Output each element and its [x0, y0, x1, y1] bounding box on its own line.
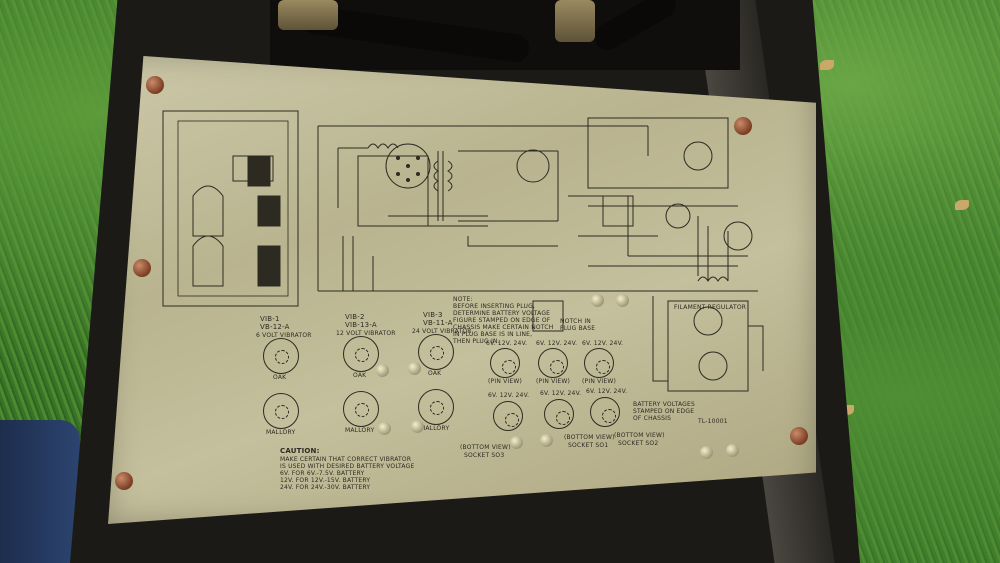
- vibrator-socket-mallory: [263, 393, 299, 429]
- dry-leaf: [955, 200, 969, 210]
- rusty-screw: [790, 427, 808, 445]
- mounting-stud: [540, 434, 553, 447]
- socket-view-label: (PIN VIEW): [536, 378, 571, 385]
- vibrator-socket-mallory: [418, 389, 454, 425]
- socket-view-label: (BOTTOM VIEW): [460, 444, 511, 451]
- mounting-stud: [510, 436, 523, 449]
- brand-label: OAK: [353, 372, 367, 379]
- socket-view-label: (BOTTOM VIEW): [614, 432, 665, 439]
- pin-view-socket: [584, 348, 614, 378]
- insertion-note: NOTE: BEFORE INSERTING PLUG, DETERMINE B…: [453, 296, 554, 345]
- schematic-panel: CAUTION: MAKE CERTAIN THAT CORRECT VIBRA…: [108, 56, 816, 524]
- person-leg: [0, 420, 80, 563]
- socket-voltage-label: 6V. 12V. 24V.: [582, 340, 624, 347]
- vibrator-model: VB-12-A: [260, 323, 290, 331]
- bottom-view-socket: [493, 401, 523, 431]
- socket-voltage-label: 6V. 12V. 24V.: [488, 392, 530, 399]
- brand-label: OAK: [273, 374, 287, 381]
- caution-body: MAKE CERTAIN THAT CORRECT VIBRATOR IS US…: [280, 456, 415, 491]
- socket-name: SOCKET SO3: [464, 452, 505, 459]
- vibrator-socket-oak: [418, 334, 454, 370]
- caution-title: CAUTION:: [280, 447, 320, 455]
- mounting-stud: [378, 422, 391, 435]
- vibrator-socket-oak: [343, 336, 379, 372]
- vibrator-model: VIB-13-A: [345, 321, 377, 329]
- rusty-screw: [133, 259, 151, 277]
- socket-voltage-label: 6V. 12V. 24V.: [536, 340, 578, 347]
- mounting-stud: [700, 446, 713, 459]
- brand-label: MALLORY: [266, 429, 296, 436]
- vibrator-name: VIB-3: [423, 311, 443, 319]
- socket-view-label: (BOTTOM VIEW): [564, 434, 615, 441]
- cable-connector: [278, 0, 338, 30]
- mounting-stud: [411, 420, 424, 433]
- socket-name: SOCKET SO2: [618, 440, 659, 447]
- brand-label: MALLORY: [345, 427, 375, 434]
- brand-label: MALLORY: [420, 425, 450, 432]
- filament-regulator-label: FILAMENT REGULATOR: [674, 304, 747, 311]
- cable-connector: [555, 0, 595, 42]
- rusty-screw: [734, 117, 752, 135]
- vibrator-socket-mallory: [343, 391, 379, 427]
- bottom-view-socket: [590, 397, 620, 427]
- vibrator-voltage: 24 VOLT VIBRATOR: [412, 328, 472, 335]
- rusty-screw: [146, 76, 164, 94]
- rusty-screw: [115, 472, 133, 490]
- vibrator-location-frame: [162, 110, 299, 307]
- mounting-stud: [616, 294, 629, 307]
- battery-voltage-note: BATTERY VOLTAGES STAMPED ON EDGE OF CHAS…: [633, 401, 696, 422]
- circuit-schematic: [162, 110, 764, 392]
- socket-voltage-label: 6V. 12V. 24V.: [540, 390, 582, 397]
- pin-view-socket: [490, 348, 520, 378]
- socket-voltage-label: 6V. 12V. 24V.: [586, 388, 628, 395]
- brand-label: OAK: [428, 370, 442, 377]
- socket-name: SOCKET SO1: [568, 442, 609, 449]
- notch-label: NOTCH IN PLUG BASE: [560, 318, 596, 332]
- mounting-stud: [408, 362, 421, 375]
- mounting-stud: [591, 294, 604, 307]
- mounting-stud: [376, 364, 389, 377]
- dry-leaf: [820, 60, 834, 70]
- vibrator-socket-oak: [263, 338, 299, 374]
- socket-view-label: (PIN VIEW): [488, 378, 523, 385]
- vibrator-model: VB-11-A: [423, 319, 453, 327]
- vibrator-name: VIB-2: [345, 313, 365, 321]
- mounting-stud: [726, 444, 739, 457]
- part-number: TL-10001: [698, 418, 728, 425]
- vibrator-voltage: 12 VOLT VIBRATOR: [336, 330, 396, 337]
- vibrator-voltage: 6 VOLT VIBRATOR: [256, 332, 312, 339]
- socket-voltage-label: 6V. 12V. 24V.: [486, 340, 528, 347]
- socket-view-label: (PIN VIEW): [582, 378, 617, 385]
- vibrator-name: VIB-1: [260, 315, 280, 323]
- pin-view-socket: [538, 348, 568, 378]
- bottom-view-socket: [544, 399, 574, 429]
